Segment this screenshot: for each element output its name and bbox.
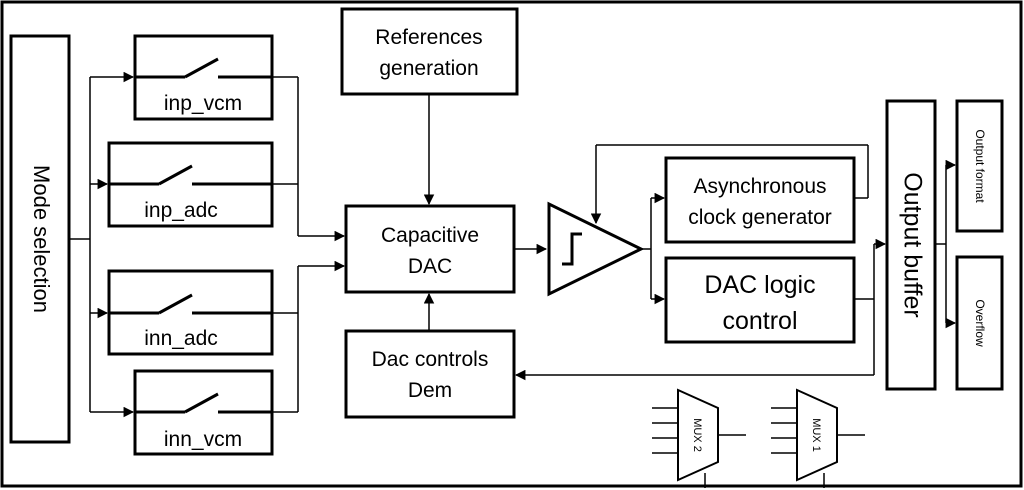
references-generation-block: References generation xyxy=(340,7,519,96)
clock-feedback-wire xyxy=(590,144,869,225)
dac-logic-label-1: DAC logic xyxy=(704,271,815,299)
output-buffer-block: Output buffer xyxy=(885,99,937,391)
buffer-output-wires xyxy=(935,159,957,329)
comparator-output-wires xyxy=(641,192,666,305)
switch-to-dac-wires xyxy=(272,76,346,413)
overflow-label: Overflow xyxy=(973,299,987,347)
switch-inp-vcm: inp_vcm xyxy=(133,34,274,121)
references-label-2: generation xyxy=(379,57,478,80)
dac-logic-block: DAC logic control xyxy=(664,256,856,344)
dac-controls-label-1: Dac controls xyxy=(372,348,489,371)
output-format-label: Output format xyxy=(973,129,987,203)
mode-selection-block: Mode selection xyxy=(9,34,71,444)
mode-fanout-wires xyxy=(69,71,135,418)
mux-1-symbol: MUX 1 xyxy=(771,388,865,488)
inn-adc-label: inn_adc xyxy=(144,327,218,350)
output-format-block: Output format xyxy=(955,99,1004,233)
dac-logic-label-2: control xyxy=(722,307,797,335)
switch-inn-adc: inn_adc xyxy=(107,269,274,356)
capacitive-dac-block: Capacitive DAC xyxy=(344,204,516,294)
dac-controls-block: Dac controls Dem xyxy=(344,329,516,419)
inp-vcm-label: inp_vcm xyxy=(164,92,242,115)
comparator-symbol xyxy=(547,201,645,297)
output-buffer-label: Output buffer xyxy=(898,172,926,317)
cap-dac-label-1: Capacitive xyxy=(381,224,479,247)
async-clock-label-1: Asynchronous xyxy=(693,175,826,198)
mux-2-symbol: MUX 2 xyxy=(652,388,746,488)
switch-inp-adc: inp_adc xyxy=(107,141,274,228)
async-clock-label-2: clock generator xyxy=(688,206,832,229)
cap-dac-label-2: DAC xyxy=(408,255,452,278)
mux-1-label: MUX 1 xyxy=(810,418,822,452)
logic-routing-wires xyxy=(514,238,887,381)
overflow-block: Overflow xyxy=(955,255,1004,391)
async-clock-block: Asynchronous clock generator xyxy=(664,156,856,244)
mode-selection-label: Mode selection xyxy=(29,165,54,313)
inp-adc-label: inp_adc xyxy=(144,199,218,222)
switch-inn-vcm: inn_vcm xyxy=(133,369,274,456)
mux-2-label: MUX 2 xyxy=(691,418,703,452)
dac-controls-label-2: Dem xyxy=(408,379,452,402)
inn-vcm-label: inn_vcm xyxy=(164,428,242,451)
references-label-1: References xyxy=(375,26,482,49)
